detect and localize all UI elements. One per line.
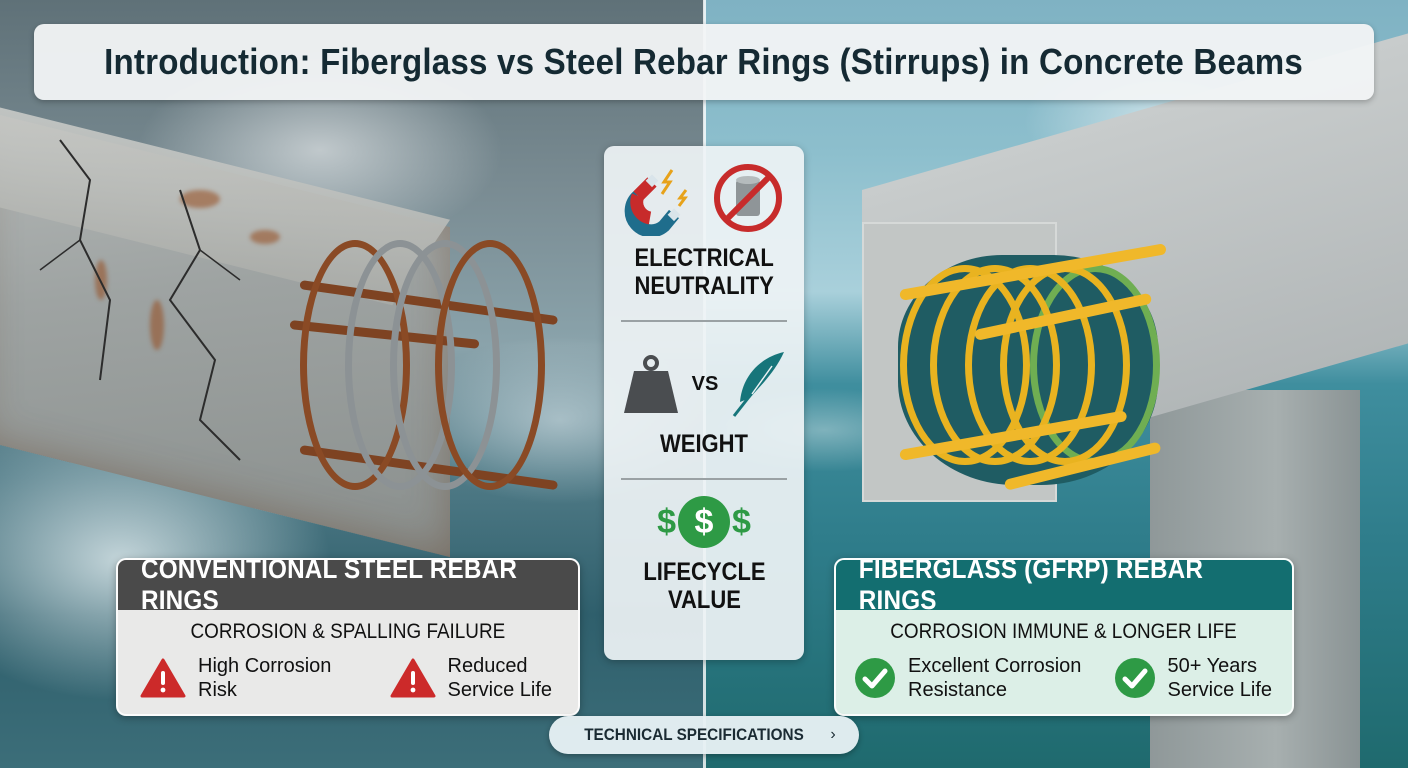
gfrp-item-corrosion-resistance: Excellent Corrosion Resistance [854, 654, 1081, 702]
comparison-panel: ELECTRICAL NEUTRALITY VS WEIGHT $ $ $ [604, 146, 804, 660]
weight-section: VS WEIGHT [604, 348, 804, 458]
lifecycle-value-label: LIFECYCLE VALUE [642, 558, 766, 614]
dollar-icon: $ $ $ [657, 496, 751, 548]
steel-rebar-card: CONVENTIONAL STEEL REBAR RINGS CORROSION… [116, 558, 580, 716]
warning-icon [390, 658, 435, 698]
electrical-neutrality-label: ELECTRICAL NEUTRALITY [634, 244, 774, 300]
rust-stain [250, 230, 280, 244]
check-circle-icon [1114, 658, 1155, 698]
gfrp-card-subtitle: CORROSION IMMUNE & LONGER LIFE [890, 620, 1238, 643]
gfrp-item-service-life: 50+ Years Service Life [1114, 654, 1272, 702]
lifecycle-value-section: $ $ $ LIFECYCLE VALUE [604, 496, 804, 614]
magnet-icon [624, 169, 688, 236]
rust-stain [180, 190, 220, 208]
check-circle-icon [855, 658, 895, 698]
warning-icon [140, 658, 186, 698]
no-metal-icon [714, 164, 782, 232]
vs-label: VS [691, 372, 719, 395]
section-separator [621, 320, 787, 322]
page-title: Introduction: Fiberglass vs Steel Rebar … [104, 41, 1304, 82]
steel-card-header: CONVENTIONAL STEEL REBAR RINGS [118, 560, 578, 615]
gfrp-card-header: FIBERGLASS (GFRP) REBAR RINGS [836, 560, 1292, 615]
concrete-cracks [39, 139, 241, 461]
steel-card-subtitle: CORROSION & SPALLING FAILURE [190, 620, 506, 643]
rusted-stirrup-ring [435, 240, 545, 490]
title-banner: Introduction: Fiberglass vs Steel Rebar … [34, 24, 1374, 100]
chevron-right-icon: › [830, 726, 836, 743]
gfrp-stirrup-ring [900, 265, 1030, 465]
steel-item-corrosion-risk: High Corrosion Risk [140, 654, 331, 702]
technical-specifications-button[interactable]: TECHNICAL SPECIFICATIONS › [549, 716, 859, 754]
gfrp-stirrup-cage [880, 243, 1180, 495]
technical-specifications-label: TECHNICAL SPECIFICATIONS [584, 725, 805, 744]
weight-icon [623, 355, 678, 413]
corroded-steel-stirrup-cage [289, 220, 560, 510]
rust-stain [150, 300, 164, 350]
electrical-neutrality-section: ELECTRICAL NEUTRALITY [604, 160, 804, 300]
section-separator [621, 478, 787, 480]
gfrp-rebar-card: FIBERGLASS (GFRP) REBAR RINGS CORROSION … [834, 558, 1294, 716]
steel-item-service-life: Reduced Service Life [390, 654, 552, 702]
weight-label: WEIGHT [660, 430, 748, 458]
feather-icon [733, 352, 785, 417]
